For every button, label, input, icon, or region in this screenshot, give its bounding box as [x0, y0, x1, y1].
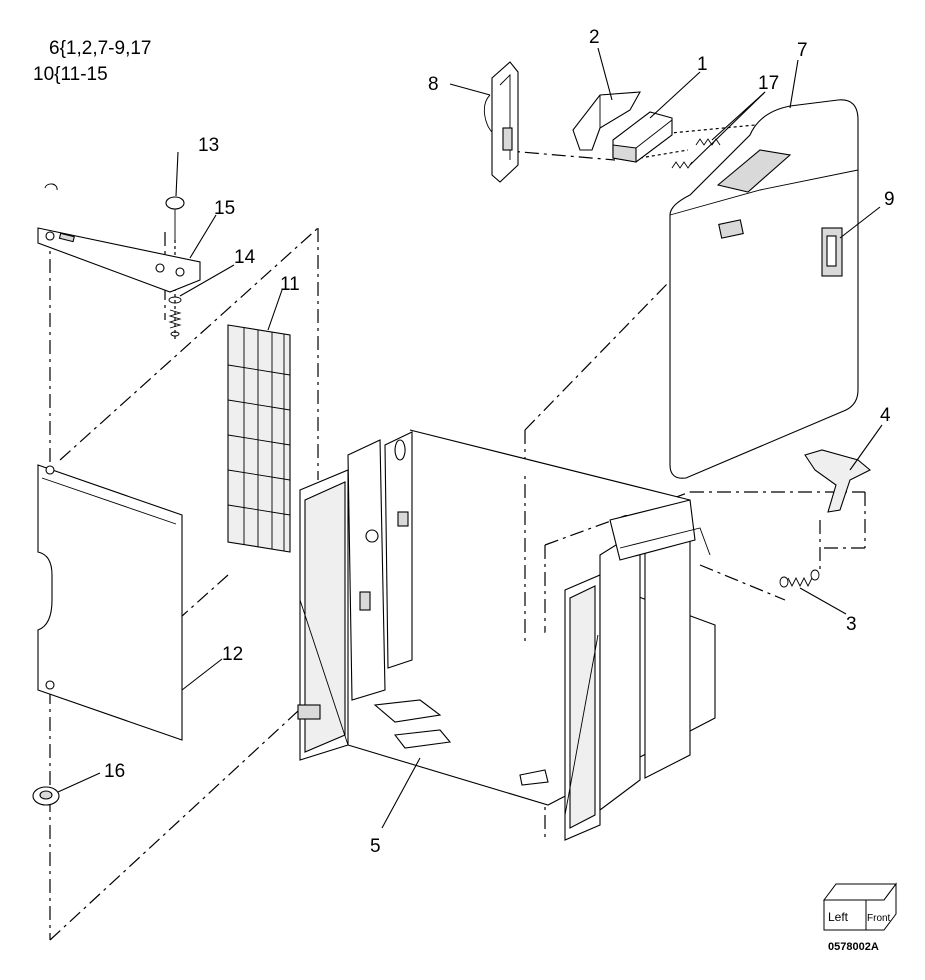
part-12-panel	[37, 464, 183, 741]
part-13-knob	[165, 196, 185, 240]
callout-numbers: 1 2 7 17 8 9 13 15 14 11 12 16 4 3 5	[104, 27, 895, 857]
kit-note-6: 6{1,2,7-9,17	[49, 38, 152, 59]
callout-2: 2	[589, 27, 600, 48]
part-8-bracket	[483, 61, 519, 183]
callout-13: 13	[198, 135, 219, 156]
callout-8: 8	[428, 74, 439, 95]
callout-12: 12	[222, 644, 243, 665]
orientation-front-label: Front	[867, 913, 891, 924]
callout-11: 11	[280, 274, 300, 295]
part-16-grommet	[32, 786, 60, 806]
part-5-frame	[297, 429, 716, 841]
callout-3: 3	[846, 614, 857, 635]
callout-1: 1	[697, 54, 708, 75]
e-ring	[44, 183, 58, 191]
callout-9: 9	[884, 189, 895, 210]
callout-15: 15	[214, 198, 235, 219]
part-15-plate	[37, 227, 201, 293]
part-2-bracket	[572, 91, 641, 151]
part-1-module	[612, 111, 673, 163]
figure-id: 0578002A	[828, 941, 879, 953]
callout-7: 7	[797, 40, 808, 61]
callout-17: 17	[758, 73, 779, 94]
kit-note-10: 10{11-15	[33, 64, 108, 85]
callout-14: 14	[234, 247, 256, 268]
part-14-spring	[168, 296, 182, 337]
orientation-cube: Left Front 0578002A	[823, 882, 897, 953]
orientation-left-label: Left	[828, 910, 849, 924]
callout-4: 4	[880, 405, 891, 426]
part-7-cover	[669, 99, 859, 479]
callout-5: 5	[370, 836, 381, 857]
part-3-spring	[779, 569, 820, 588]
leader-lines	[57, 47, 883, 829]
part-11-grille	[227, 324, 291, 553]
callout-16: 16	[104, 761, 125, 782]
part-4-link	[804, 449, 871, 513]
